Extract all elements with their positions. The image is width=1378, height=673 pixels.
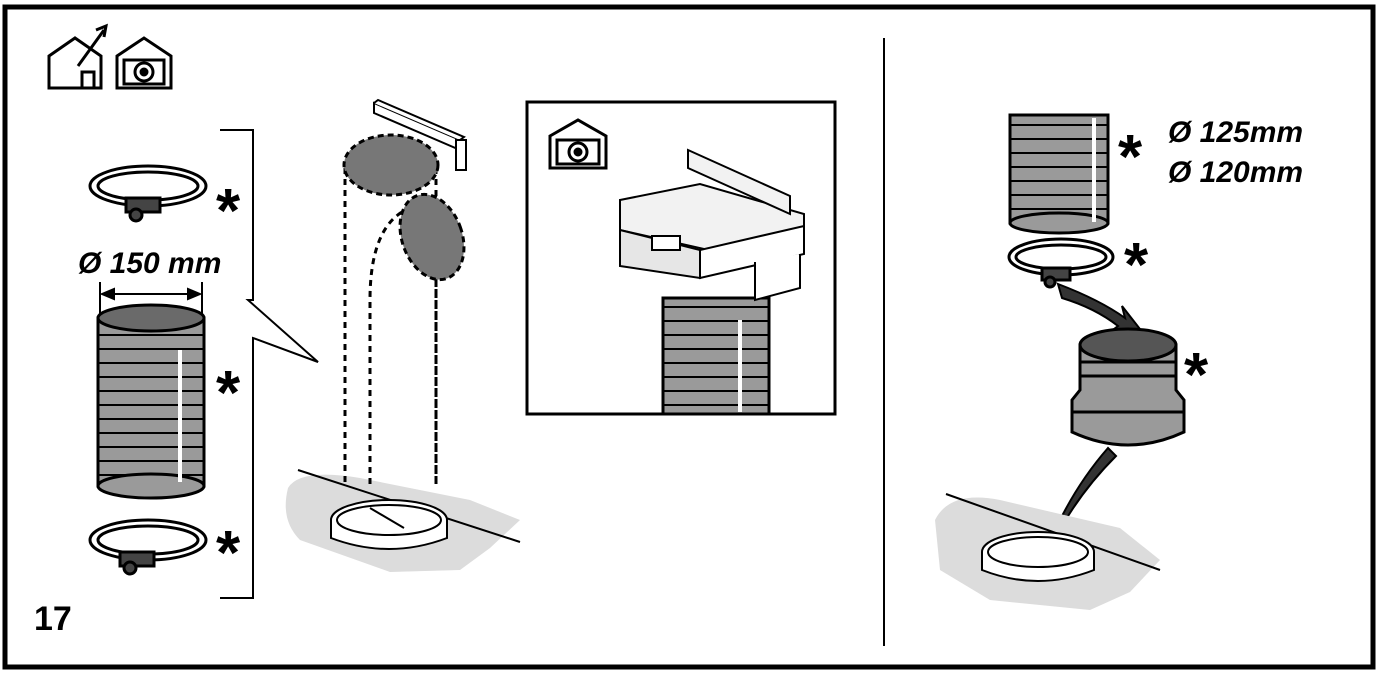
step-number: 17	[34, 600, 72, 638]
diameter-dimension	[99, 282, 203, 314]
reducer-adapter	[1070, 327, 1186, 447]
ceiling-flange-left	[330, 499, 448, 550]
optional-mark-clamp-bottom: *	[216, 519, 241, 588]
recirculation-mode-icon	[115, 36, 173, 90]
optional-parts-bracket	[220, 129, 319, 599]
optional-mark-clamp-top: *	[216, 177, 241, 246]
diameter-label-150: Ø 150 mm	[78, 247, 221, 280]
optional-mark-reducer: *	[1184, 341, 1209, 410]
outlet-angled	[398, 192, 466, 282]
inset-duct	[661, 296, 771, 416]
ceiling-flange-right	[981, 531, 1095, 582]
hose-clamp-bottom	[88, 518, 208, 576]
outer-frame	[2, 4, 1376, 670]
inset-recirculation-icon	[548, 118, 608, 170]
optional-mark-duct-125: *	[1118, 123, 1143, 192]
flexible-duct-150	[96, 303, 206, 500]
inset-adapter-box	[619, 148, 805, 302]
optional-mark-duct-150: *	[216, 359, 241, 428]
ducted-mode-icon	[47, 23, 108, 90]
flexible-duct-125	[1008, 113, 1110, 235]
mounting-bracket-left	[373, 98, 467, 171]
diameter-label-125: Ø 125mm	[1168, 116, 1303, 149]
outlet-vertical	[342, 133, 440, 197]
diameter-label-120: Ø 120mm	[1168, 156, 1303, 189]
hose-clamp-right	[1007, 237, 1115, 289]
optional-mark-clamp-right: *	[1124, 231, 1149, 300]
hose-clamp-top	[88, 164, 208, 223]
